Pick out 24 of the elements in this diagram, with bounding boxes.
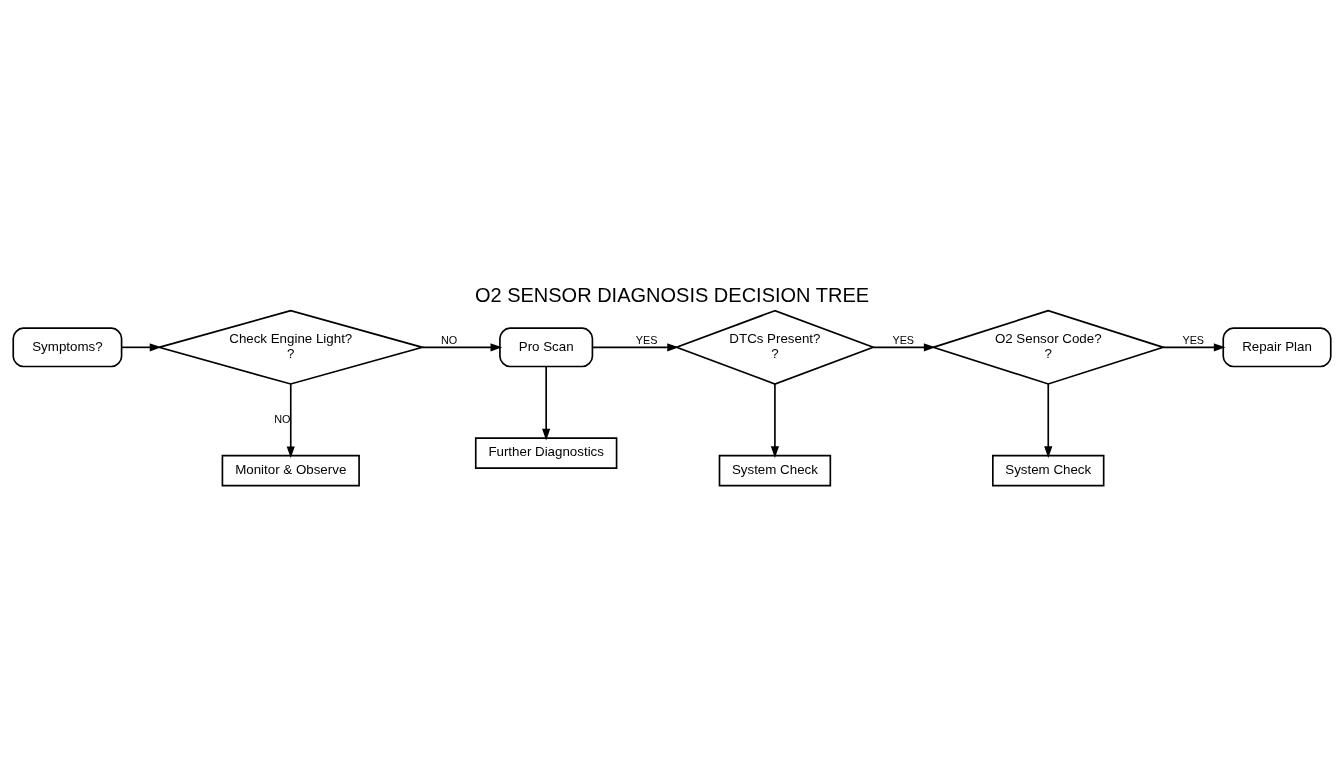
arrow: [591, 343, 679, 352]
arrow: [542, 365, 551, 441]
edge-label: YES: [635, 334, 658, 347]
arrow: [120, 343, 162, 352]
arrow: [770, 383, 779, 458]
node-diamond: DTCs Present? ?: [674, 309, 876, 385]
diagram-title: O2 SENSOR DIAGNOSIS DECISION TREE: [474, 283, 870, 306]
node-box: Further Diagnostics: [474, 437, 618, 469]
edge-label: NO: [274, 412, 291, 425]
arrow: [1162, 343, 1226, 352]
node-box: Repair Plan: [1222, 327, 1332, 368]
node-box: Pro Scan: [499, 327, 594, 368]
edge-label: NO: [440, 334, 458, 347]
node-box: System Check: [992, 454, 1105, 487]
arrow: [1044, 383, 1053, 458]
node-box: System Check: [718, 454, 832, 487]
arrow: [421, 343, 503, 352]
node-box: Symptoms?: [12, 327, 123, 368]
node-diamond: O2 Sensor Code? ?: [930, 309, 1166, 385]
edge-label: YES: [1182, 334, 1205, 347]
edge-label: YES: [892, 334, 915, 347]
node-box: Monitor & Observe: [221, 454, 360, 487]
arrow: [872, 343, 936, 352]
arrow: [286, 383, 295, 459]
